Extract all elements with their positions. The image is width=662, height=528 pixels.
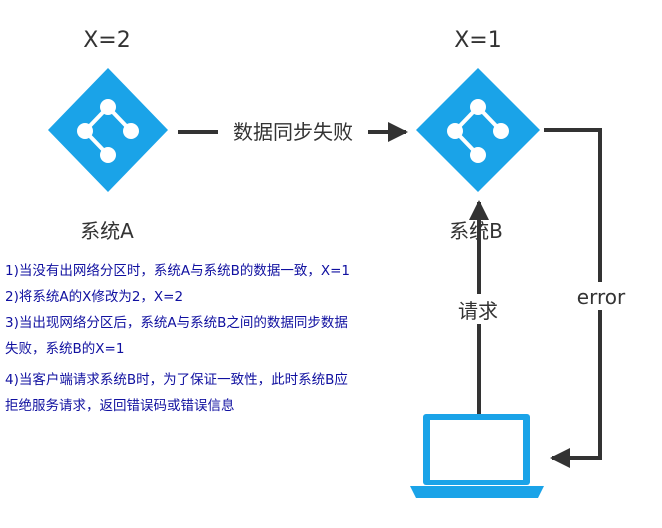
note-line: 1)当没有出网络分区时，系统A与系统B的数据一致，X=1 xyxy=(5,263,350,279)
note-line: 失败，系统B的X=1 xyxy=(5,341,124,357)
request-edge-label: 请求 xyxy=(458,299,498,323)
network-diamond-icon xyxy=(48,68,168,192)
notes: 1)当没有出网络分区时，系统A与系统B的数据一致，X=1 2)将系统A的X修改为… xyxy=(5,263,350,414)
note-line: 拒绝服务请求，返回错误码或错误信息 xyxy=(5,397,235,414)
laptop-icon xyxy=(410,414,544,498)
note-line: 3)当出现网络分区后，系统A与系统B之间的数据同步数据 xyxy=(5,315,348,331)
system-b-value-label: X=1 xyxy=(454,28,502,53)
error-edge-label: error xyxy=(577,285,626,309)
system-a-node: X=2 系统A xyxy=(48,28,168,243)
error-edge: error xyxy=(544,128,636,468)
sync-edge: 数据同步失败 xyxy=(178,118,408,146)
request-edge: 请求 xyxy=(445,200,511,436)
note-line: 2)将系统A的X修改为2，X=2 xyxy=(5,289,183,305)
system-b-name: 系统B xyxy=(449,219,503,243)
sync-edge-label: 数据同步失败 xyxy=(233,120,353,144)
system-a-name: 系统A xyxy=(80,219,134,243)
system-a-value-label: X=2 xyxy=(83,28,131,53)
system-b-node: X=1 系统B xyxy=(416,28,540,243)
note-line: 4)当客户端请求系统B时，为了保证一致性，此时系统B应 xyxy=(5,371,348,388)
network-diamond-icon xyxy=(416,68,540,192)
